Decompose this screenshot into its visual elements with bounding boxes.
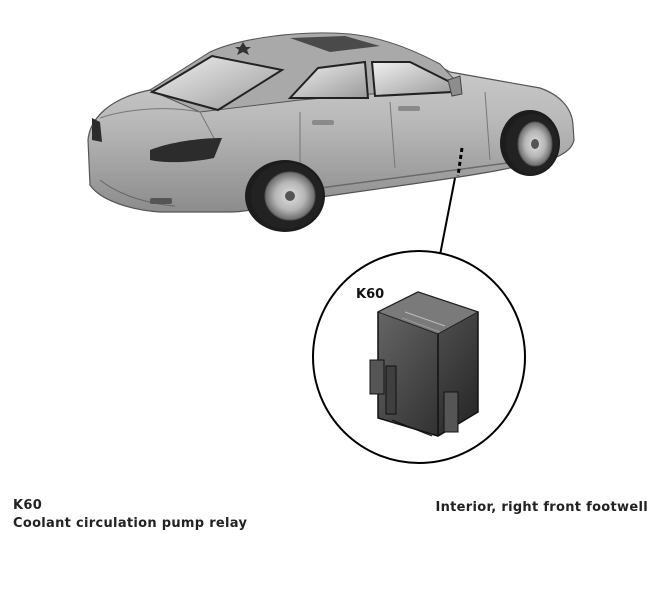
relay-icon	[369, 291, 480, 437]
front-wheel	[506, 114, 558, 174]
rear-wheel	[251, 163, 323, 229]
location-marker	[439, 147, 464, 256]
component-description: Coolant circulation pump relay	[13, 516, 248, 531]
callout-label: K60	[356, 287, 384, 302]
component-code: K60	[13, 498, 43, 513]
component-location: Interior, right front footwell	[435, 500, 648, 515]
car-illustration	[87, 32, 575, 232]
detail-callout: K60	[312, 250, 526, 464]
